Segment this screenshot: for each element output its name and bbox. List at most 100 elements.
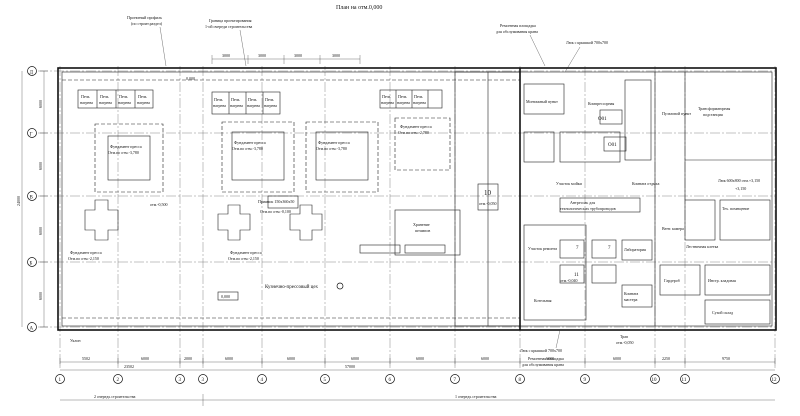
central-corridor: 10 отм.-0,050: [454, 71, 521, 327]
note-grate-sub: отм.-0,050: [616, 340, 634, 346]
dim-left-3: 6000: [38, 227, 43, 235]
axis-x-7: 7: [454, 378, 457, 383]
note-boundary-sub: 1-ой очереди строительства: [205, 24, 252, 29]
fitting-sub: технологических трубопроводов: [560, 206, 616, 211]
foundation-4-mark: Отм.по отм.-2,780: [398, 130, 429, 136]
dim-bottom-1: 5502: [82, 356, 90, 361]
furnace-sub-5: нагрева: [213, 103, 226, 108]
furnace-label-8: Печь: [265, 97, 274, 102]
dim-bottom-8: 6000: [481, 356, 489, 361]
foundation-5-mark: Отм.по отм.-2,150: [68, 256, 99, 262]
furnace-sub-8: нагрева: [264, 103, 277, 108]
control-label: Пультовой пункт: [662, 111, 691, 116]
left-axis-bubbles: Д Г В Б А: [27, 66, 37, 332]
room-11: 11: [574, 273, 579, 278]
panel-label: Тех. помещение: [722, 206, 750, 211]
note-boundary: Граница проектирования: [209, 18, 252, 23]
compressor-label: Компрессорная: [588, 101, 614, 106]
phase-labels: 2 очередь строительства 1 очередь строит…: [60, 394, 775, 406]
forge-level: 0,000: [221, 294, 230, 300]
axis-x-2: 2: [117, 378, 120, 383]
dim-total-phase1: 57000: [345, 364, 355, 369]
foundation-1-mark: Отм.по отм.-3,780: [108, 150, 139, 156]
furnace-sub-11: нагрева: [413, 100, 426, 105]
axis-x-9: 9: [584, 378, 587, 383]
note-repair-area-top-sub: для обслуживания крана: [496, 29, 538, 34]
axis-x-6: 6: [389, 378, 392, 383]
foundation-3-mark: Отм.по отм.-3,780: [316, 146, 347, 152]
note-ramp: Уклон: [70, 338, 81, 343]
foundation-6-mark: Отм.по отм.-2,150: [228, 256, 259, 262]
bottom-dimension-chain: 5502 6000 2000 6000 6000 6000 6000 6000 …: [59, 356, 776, 371]
boiler-label: Котельная: [534, 298, 552, 303]
furnaces-top-row: Печь нагрева Печь нагрева Печь нагрева П…: [77, 89, 443, 115]
crane-rails: [62, 79, 520, 319]
foundation-5: Фундамент пресса: [70, 250, 102, 255]
dim-top-3: 3000: [294, 53, 302, 58]
axis-x-1: 1: [59, 378, 62, 383]
axis-x-4: 4: [261, 378, 264, 383]
monitor-label: Монтажный пункт: [526, 99, 558, 104]
furnace-label-5: Печь: [214, 97, 223, 102]
furnace-sub-1: нагрева: [80, 100, 93, 105]
unit-room: Комната: [624, 291, 639, 296]
left-dimension-chain: 6000 6000 6000 6000 24000: [16, 70, 48, 328]
furnace-sub-3: нагрева: [118, 100, 131, 105]
elev-b: 0,000: [186, 76, 195, 82]
corridor-sub: отм.-0,050: [479, 201, 497, 207]
foundation-6: Фундамент пресса: [230, 250, 262, 255]
elev-c: отм.-0,040: [560, 278, 578, 284]
dim-bottom-9: 6000: [546, 356, 554, 361]
axis-x-11: 11: [682, 378, 687, 383]
furnace-label-7: Печь: [248, 97, 257, 102]
furnace-label-3: Печь: [119, 94, 128, 99]
note-hatch-top: Люк с крышкой 700х700: [566, 40, 608, 45]
axis-x-8: 8: [519, 378, 522, 383]
grid-axes-horizontal: [38, 70, 775, 328]
note-profile-sub: (по строит.раздел): [131, 21, 163, 26]
building-outline: [57, 67, 777, 331]
dim-bottom-2: 6000: [141, 356, 149, 361]
note-profile: Проектный профиль: [127, 15, 162, 20]
furnace-sub-4: нагрева: [137, 100, 150, 105]
axis-y-2: Г: [30, 133, 33, 138]
room-7b: 7: [608, 246, 611, 251]
furnace-label-9: Печь: [382, 94, 391, 99]
dim-left-1: 6000: [38, 100, 43, 108]
storage-sub: штампов: [415, 228, 430, 233]
note-repair-bottom: Ремонтная площадка: [528, 356, 564, 361]
substation-label: Трансформаторная: [698, 106, 730, 111]
axis-x-10: 10: [652, 378, 658, 383]
dim-bottom-12: 9750: [722, 356, 730, 361]
furnace-label-4: Печь: [138, 94, 147, 99]
dim-top-1: 3000: [222, 53, 230, 58]
storage-label: Хранение: [413, 222, 430, 227]
elev-d: +3,150: [735, 186, 746, 192]
substation-sub: подстанция: [703, 112, 723, 117]
axis-x-3b: 3: [202, 378, 205, 383]
note-repair-bottom-sub: для обслуживания крана: [522, 362, 564, 367]
press-foundations: Фундамент пресса Отм.по отм.-3,780 Фунда…: [68, 117, 451, 262]
pit: Приямок 150х360х50 Отм.по отм.-0,100: [258, 195, 299, 215]
ladder-label: Люк 600х800 отм.+3,150: [718, 178, 760, 184]
bottom-axis-bubbles: 1 2 3 3 4 5 6 7 8 9 10 11 12: [55, 374, 780, 384]
furnace-sub-10: нагрева: [397, 100, 410, 105]
phase1-label: 1 очередь строительства: [455, 394, 497, 399]
furnace-label-2: Печь: [100, 94, 109, 99]
dim-left-total: 24000: [16, 196, 21, 206]
furnace-sub-2: нагрева: [99, 100, 112, 105]
fitting-label: Антресоль для: [570, 200, 595, 205]
pit-mark: Отм.по отм.-0,100: [260, 209, 291, 215]
phase2-label: 2 очередь строительства: [94, 394, 136, 399]
note-grate: Трап: [620, 334, 629, 339]
top-dimension-chain: 3000 3000 3000 3000: [211, 53, 361, 64]
furnace-sub-6: нагрева: [230, 103, 243, 108]
dim-left-4: 6000: [38, 292, 43, 300]
dim-bottom-3: 2000: [184, 356, 192, 361]
note-hatch-bottom: Люк с крышкой 700х700: [520, 348, 562, 353]
pit-label: Приямок 150х360х50: [258, 199, 294, 204]
dim-left-2: 6000: [38, 162, 43, 170]
storage-dry-label: Сухой склад: [712, 310, 733, 315]
dim-bottom-4: 6000: [225, 356, 233, 361]
